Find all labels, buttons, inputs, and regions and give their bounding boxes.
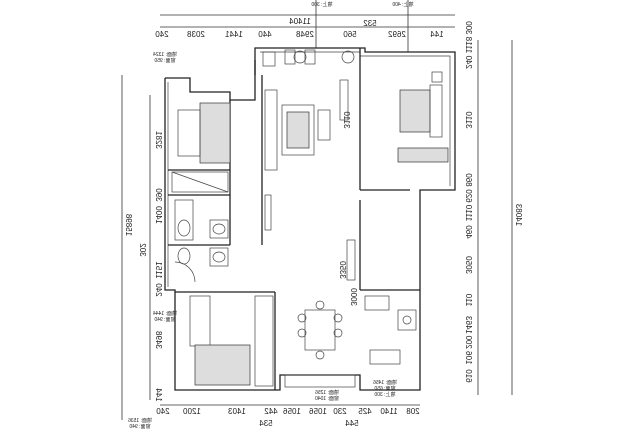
dimension-label: 1151 (154, 261, 163, 279)
dimension-label: 610 (464, 369, 473, 383)
dimension-label: 534 (259, 419, 273, 428)
dimension-label: 1056 (309, 407, 327, 416)
dimension-label: 3110 (342, 111, 351, 129)
dimension-label: 1400 (154, 206, 163, 224)
dimension-label: 230 (333, 407, 347, 416)
dimension-label: 3050 (464, 256, 473, 274)
room-note: 窗面: 940 (129, 423, 150, 430)
room-note: 窗面: 1040 (315, 395, 339, 402)
dimension-label: 1403 (228, 407, 246, 416)
furniture (171, 49, 449, 388)
dimension-label: 2692 (388, 30, 406, 39)
room-note: 墙面: 1536 (128, 417, 152, 424)
room-note: 墙上: 300 (374, 391, 395, 398)
room-note: 墙面: 1324 (153, 51, 177, 58)
dimension-label: 442 (264, 407, 278, 416)
dimension-label: 1056 (283, 407, 301, 416)
dimension-label: 240 1118 300 (464, 21, 473, 69)
dimension-label: 110 (464, 293, 473, 306)
top-total-dimension: 11404 (289, 17, 311, 26)
dimension-lines (121, 0, 513, 420)
dimension-label: 1110 (464, 204, 473, 221)
room-note: 墙面: 1256 (315, 389, 339, 396)
room-note: 窗面: 650 (374, 385, 395, 392)
dimension-label: 620 (464, 189, 473, 203)
dimension-label: 144 (154, 388, 163, 402)
dimension-label: 3000 (349, 288, 358, 306)
room-note: 墙面: 1456 (373, 379, 397, 386)
dimension-label: 144 (430, 30, 444, 39)
dimension-label: 2038 (187, 30, 205, 39)
dimension-label: 208 (406, 407, 420, 416)
dimension-label: 1140 (380, 407, 398, 416)
dimension-label: 1441 (225, 30, 243, 39)
step-dimension: 532 (363, 19, 377, 28)
top-note: 墙上: 400 (392, 1, 413, 8)
dimension-label: 106 200 (464, 335, 473, 364)
dimension-label: 440 (258, 30, 272, 39)
dimension-label: 3350 (338, 261, 347, 279)
dimension-label: 544 (345, 419, 359, 428)
dimension-label: 460 (464, 225, 473, 239)
dimension-label: 240 (156, 407, 170, 416)
dimension-label: 1463 (464, 316, 473, 334)
dimension-label: 1200 (183, 407, 201, 416)
room-note: 窗面: 950 (154, 57, 175, 64)
dimension-label: 560 (343, 30, 357, 39)
dimension-label: 3110 (464, 111, 473, 129)
room-note: 墙面: 1444 (153, 310, 177, 317)
dimension-label: 2948 (296, 30, 314, 39)
dimension-label: 240 (155, 30, 169, 39)
bed-left (199, 102, 231, 164)
dimension-label: 860 (464, 173, 473, 187)
room-note: 窗面: 940 (154, 316, 175, 323)
left-total-dimension: 15898 (124, 213, 133, 236)
top-note: 墙上: 300 (311, 1, 332, 8)
dimension-label: 425 (358, 407, 372, 416)
dimension-label: 240 (154, 283, 163, 297)
dimension-label: 390 (154, 188, 163, 202)
dimension-label: 3498 (154, 331, 163, 349)
dimension-label: 3281 (154, 131, 163, 149)
dimension-label: 302 (138, 243, 147, 257)
right-total-dimension: 14083 (514, 203, 523, 226)
